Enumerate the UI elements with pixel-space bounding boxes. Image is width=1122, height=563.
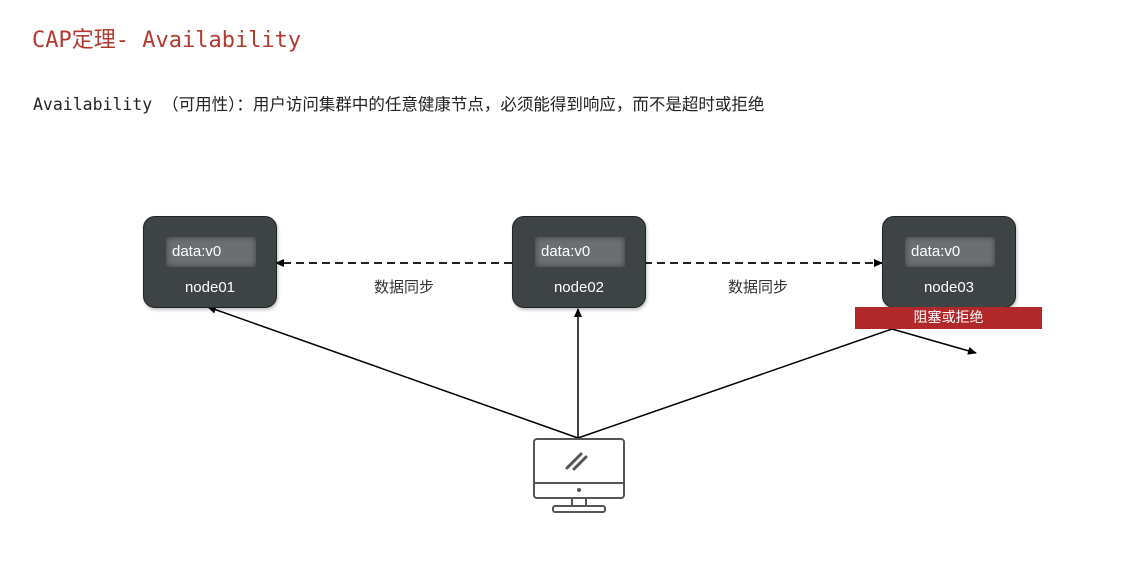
node03-data: data:v0	[905, 237, 995, 267]
node02-box: data:v0 node02	[512, 216, 646, 308]
node01-box: data:v0 node01	[143, 216, 277, 308]
request-line-node03	[577, 328, 893, 439]
page-subtitle: Availability （可用性）：用户访问集群中的任意健康节点，必须能得到响…	[33, 95, 765, 114]
node02-label: node02	[553, 279, 605, 296]
node03-box: data:v0 node03	[882, 216, 1016, 308]
node01-label: node01	[184, 279, 236, 296]
sync-label-left: 数据同步	[374, 278, 435, 296]
monitor-icon	[533, 438, 625, 513]
sync-label-right: 数据同步	[728, 278, 789, 296]
node03-label: node03	[923, 279, 975, 296]
blocked-arrow	[891, 328, 977, 355]
page-title: CAP定理- Availability	[32, 28, 302, 53]
blocked-badge: 阻塞或拒绝	[855, 307, 1042, 329]
node01-data: data:v0	[166, 237, 256, 267]
node02-data: data:v0	[535, 237, 625, 267]
request-arrow-node01	[207, 305, 579, 439]
